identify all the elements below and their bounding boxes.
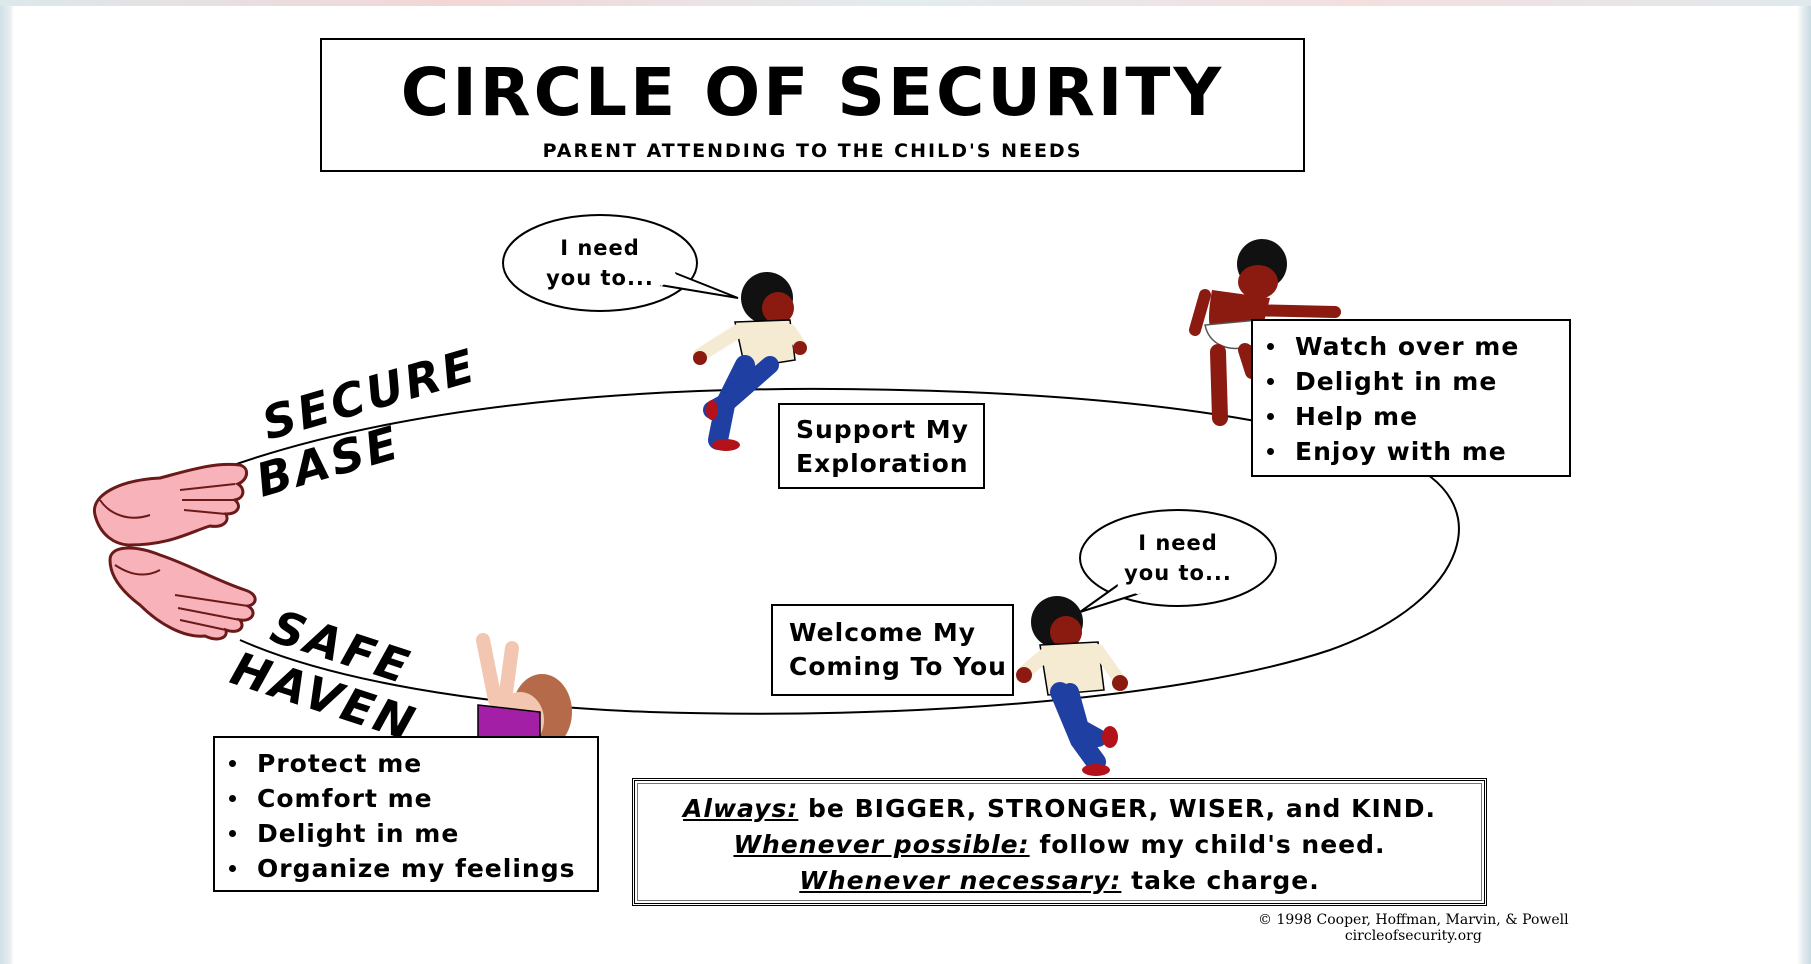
need-protect: Protect me [215,746,597,781]
title-box: CIRCLE OF SECURITY PARENT ATTENDING TO T… [320,38,1305,172]
rule-whenever-possible: Whenever possible: follow my child's nee… [635,827,1484,863]
page-title: CIRCLE OF SECURITY [400,54,1225,131]
need-delight-top: Delight in me [1253,364,1569,399]
need-comfort: Comfort me [215,781,597,816]
rule-possible-lead: Whenever possible: [733,830,1030,859]
bubble-bottom-line2: you to... [1124,561,1232,585]
bubble-top-line1: I need [560,236,640,260]
welcome-line1: Welcome My [789,618,977,647]
credit-line1: © 1998 Cooper, Hoffman, Marvin, & Powell [1258,912,1569,928]
speech-bubble-top [502,214,739,312]
copyright-credit: © 1998 Cooper, Hoffman, Marvin, & Powell… [1258,912,1569,944]
walking-child-bottom-icon [1016,596,1128,776]
lower-hand-icon [108,546,257,641]
bubble-top-text: I need you to... [530,233,670,293]
welcome-line2: Coming To You [789,652,1007,681]
secure-base-needs-list: Watch over me Delight in me Help me Enjo… [1253,329,1569,469]
parenting-rules-box: Always: be BIGGER, STRONGER, WISER, and … [632,778,1487,906]
need-help: Help me [1253,399,1569,434]
support-line1: Support My [796,415,969,444]
upper-hand-icon [93,462,248,547]
rule-always-lead: Always: [683,794,799,823]
support-line2: Exploration [796,449,969,478]
page-subtitle: PARENT ATTENDING TO THE CHILD'S NEEDS [542,140,1083,162]
bubble-bottom-line1: I need [1138,531,1218,555]
need-organize-feelings: Organize my feelings [215,851,597,886]
top-strip [0,0,1811,6]
secure-base-needs-box: Watch over me Delight in me Help me Enjo… [1251,319,1571,477]
bubble-bottom-text: I need you to... [1108,528,1248,588]
credit-line2: circleofsecurity.org [1344,928,1482,944]
safe-haven-needs-box: Protect me Comfort me Delight in me Orga… [213,736,599,892]
rule-necessary-lead: Whenever necessary: [799,866,1122,895]
rule-whenever-necessary: Whenever necessary: take charge. [635,863,1484,899]
need-enjoy-with: Enjoy with me [1253,434,1569,469]
safe-haven-needs-list: Protect me Comfort me Delight in me Orga… [215,746,597,886]
need-delight-bottom: Delight in me [215,816,597,851]
need-watch-over: Watch over me [1253,329,1569,364]
bubble-top-line2: you to... [546,266,654,290]
welcome-coming-box: Welcome My Coming To You [771,604,1014,696]
rule-always-text: be BIGGER, STRONGER, WISER, and KIND. [798,794,1436,823]
rule-always: Always: be BIGGER, STRONGER, WISER, and … [635,791,1484,827]
rule-necessary-text: take charge. [1121,866,1320,895]
support-exploration-box: Support My Exploration [778,403,985,489]
rule-possible-text: follow my child's need. [1029,830,1386,859]
walking-child-top-icon [693,272,807,451]
